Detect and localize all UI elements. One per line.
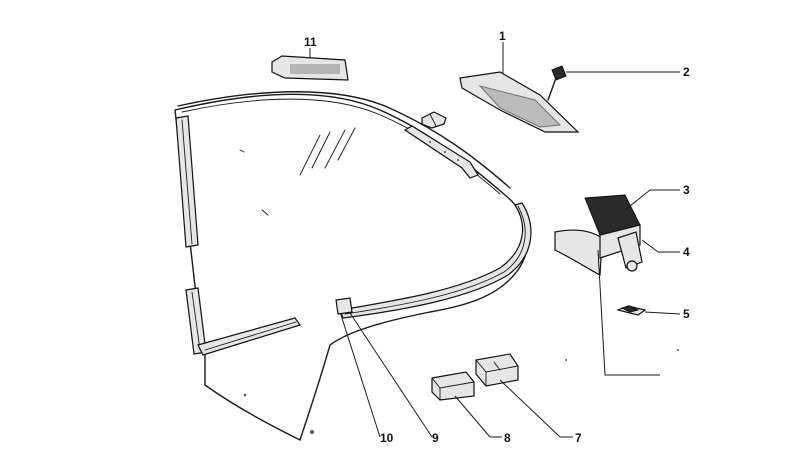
left-seal-strip xyxy=(175,115,207,355)
rear-curved-channel xyxy=(339,202,532,319)
leader-10 xyxy=(339,311,381,438)
callout-4: 4 xyxy=(683,245,690,259)
speckle xyxy=(310,430,314,434)
part-8-clip-block xyxy=(431,371,491,438)
part-2-screw xyxy=(547,65,680,101)
bottom-bracket-detail xyxy=(335,297,353,315)
part-11-seal-strip xyxy=(271,48,349,81)
bracket-leader xyxy=(597,249,660,376)
callout-9: 9 xyxy=(432,431,439,445)
part-7-clip-block xyxy=(475,353,561,438)
leader-9 xyxy=(347,309,433,438)
speckle xyxy=(565,359,567,361)
callout-3: 3 xyxy=(683,183,690,197)
part-4-lock-knob xyxy=(617,231,680,272)
part-3-bracket xyxy=(554,189,680,276)
quarter-window-glass xyxy=(174,91,529,441)
part-5-small-plate xyxy=(616,305,681,316)
callout-2: 2 xyxy=(683,65,690,79)
callout-7: 7 xyxy=(575,431,582,445)
callout-11: 11 xyxy=(304,35,317,49)
speckle xyxy=(243,393,247,397)
upper-glass-seal xyxy=(403,125,479,179)
part-1-trim-panel xyxy=(459,42,580,133)
speckle xyxy=(677,349,679,351)
callout-1: 1 xyxy=(499,29,506,43)
small-clip xyxy=(421,111,447,129)
callout-8: 8 xyxy=(504,431,511,445)
lower-channel xyxy=(197,317,301,356)
callout-5: 5 xyxy=(683,307,690,321)
callout-10: 10 xyxy=(380,431,394,445)
